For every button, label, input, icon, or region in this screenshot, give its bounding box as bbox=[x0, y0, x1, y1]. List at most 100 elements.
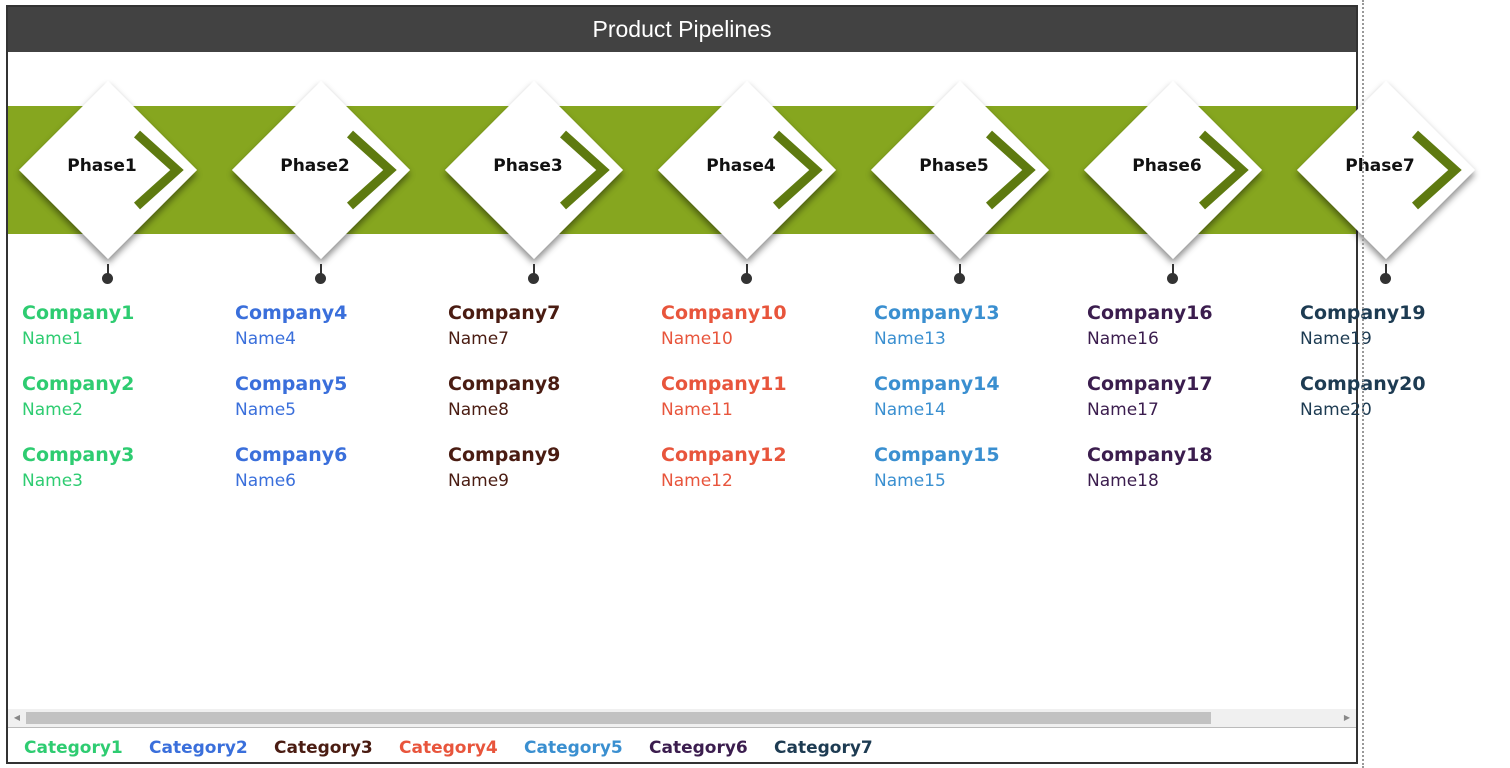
product-name: Name9 bbox=[448, 471, 509, 491]
phase-connector bbox=[1172, 264, 1174, 274]
company-name: Company2 bbox=[22, 373, 135, 395]
company-name: Company1 bbox=[22, 302, 135, 324]
phase-label: Phase7 bbox=[1345, 156, 1415, 176]
chevron-right-icon bbox=[133, 130, 184, 210]
product-name: Name20 bbox=[1300, 400, 1372, 420]
chevron-right-icon bbox=[346, 130, 397, 210]
phase-marker-dot bbox=[102, 273, 113, 284]
phase-label: Phase5 bbox=[919, 156, 989, 176]
phase-label: Phase3 bbox=[493, 156, 563, 176]
company-name: Company3 bbox=[22, 444, 135, 466]
phase-2[interactable]: Phase2 bbox=[231, 78, 411, 284]
phase-label: Phase4 bbox=[706, 156, 776, 176]
phase-7[interactable]: Phase7 bbox=[1296, 78, 1476, 284]
product-name: Name15 bbox=[874, 471, 946, 491]
product-name: Name16 bbox=[1087, 329, 1159, 349]
company-name: Company18 bbox=[1087, 444, 1213, 466]
phase-3[interactable]: Phase3 bbox=[444, 78, 624, 284]
legend-item-category7[interactable]: Category7 bbox=[774, 738, 873, 758]
product-name: Name1 bbox=[22, 329, 83, 349]
phase-1[interactable]: Phase1 bbox=[18, 78, 198, 284]
chevron-right-icon bbox=[985, 130, 1036, 210]
chevron-right-icon bbox=[1411, 130, 1462, 210]
horizontal-scrollbar[interactable]: ◀ ▶ bbox=[8, 709, 1356, 727]
product-name: Name2 bbox=[22, 400, 83, 420]
pipeline-viewport[interactable]: Phase1 Phase2 Phase3 Phase4 Phase5 Phase6 Phas… bbox=[8, 52, 1476, 709]
product-name: Name8 bbox=[448, 400, 509, 420]
legend-item-category1[interactable]: Category1 bbox=[24, 738, 123, 758]
company-name: Company17 bbox=[1087, 373, 1213, 395]
dotted-border bbox=[1362, 0, 1364, 768]
phase-4[interactable]: Phase4 bbox=[657, 78, 837, 284]
company-name: Company9 bbox=[448, 444, 561, 466]
phase-marker-dot bbox=[315, 273, 326, 284]
product-name: Name17 bbox=[1087, 400, 1159, 420]
product-name: Name10 bbox=[661, 329, 733, 349]
company-name: Company8 bbox=[448, 373, 561, 395]
phase-6[interactable]: Phase6 bbox=[1083, 78, 1263, 284]
product-name: Name12 bbox=[661, 471, 733, 491]
company-name: Company16 bbox=[1087, 302, 1213, 324]
company-name: Company11 bbox=[661, 373, 787, 395]
company-name: Company7 bbox=[448, 302, 561, 324]
phase-5[interactable]: Phase5 bbox=[870, 78, 1050, 284]
product-name: Name11 bbox=[661, 400, 733, 420]
phase-connector bbox=[107, 264, 109, 274]
phase-marker-dot bbox=[1167, 273, 1178, 284]
legend-item-category4[interactable]: Category4 bbox=[399, 738, 498, 758]
category-legend: Category1 Category2 Category3 Category4 Cate… bbox=[8, 727, 1356, 763]
scroll-left-arrow-icon[interactable]: ◀ bbox=[13, 713, 21, 722]
scroll-thumb[interactable] bbox=[26, 712, 1211, 724]
company-name: Company10 bbox=[661, 302, 787, 324]
chevron-right-icon bbox=[559, 130, 610, 210]
company-name: Company4 bbox=[235, 302, 348, 324]
scroll-right-arrow-icon[interactable]: ▶ bbox=[1343, 713, 1351, 722]
phase-marker-dot bbox=[528, 273, 539, 284]
legend-item-category6[interactable]: Category6 bbox=[649, 738, 748, 758]
product-name: Name6 bbox=[235, 471, 296, 491]
phase-label: Phase2 bbox=[280, 156, 350, 176]
company-name: Company5 bbox=[235, 373, 348, 395]
legend-item-category2[interactable]: Category2 bbox=[149, 738, 248, 758]
phase-connector bbox=[533, 264, 535, 274]
chevron-right-icon bbox=[1198, 130, 1249, 210]
phase-connector bbox=[959, 264, 961, 274]
company-name: Company14 bbox=[874, 373, 1000, 395]
phase-connector bbox=[1385, 264, 1387, 274]
product-name: Name13 bbox=[874, 329, 946, 349]
window-title: Product Pipelines bbox=[8, 7, 1356, 52]
legend-item-category5[interactable]: Category5 bbox=[524, 738, 623, 758]
product-name: Name4 bbox=[235, 329, 296, 349]
company-name: Company6 bbox=[235, 444, 348, 466]
phase-marker-dot bbox=[954, 273, 965, 284]
product-name: Name7 bbox=[448, 329, 509, 349]
legend-item-category3[interactable]: Category3 bbox=[274, 738, 373, 758]
company-name: Company19 bbox=[1300, 302, 1426, 324]
phase-marker-dot bbox=[1380, 273, 1391, 284]
